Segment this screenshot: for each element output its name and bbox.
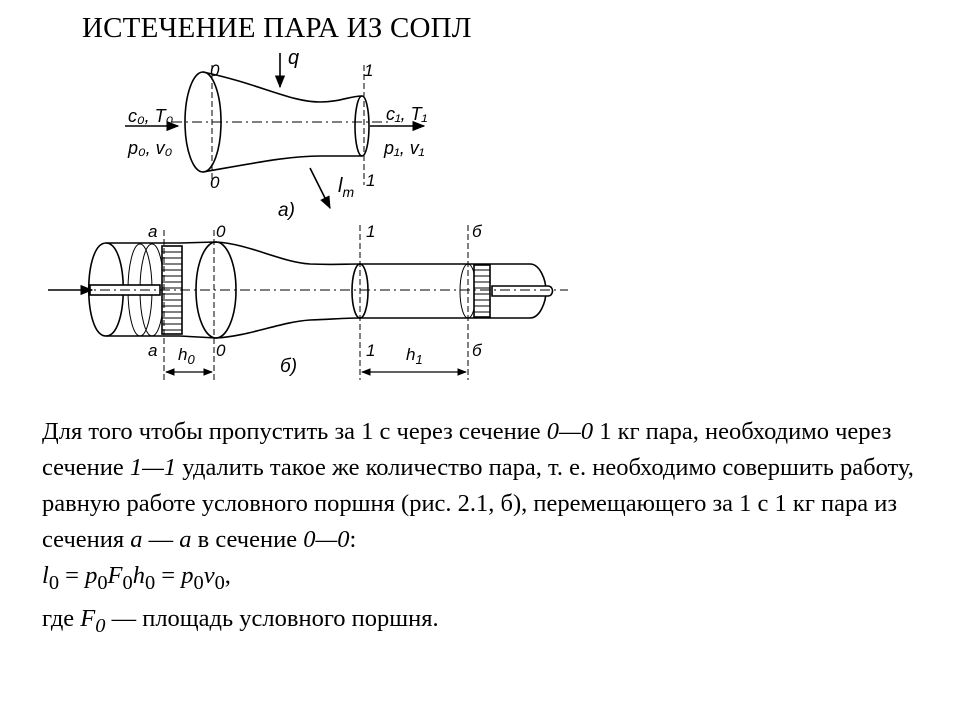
- nozzle-a-top-wall: [202, 71, 363, 103]
- nozzle-a-bottom-wall: [202, 155, 362, 173]
- label-heat: q: [288, 50, 299, 69]
- label-piston-a-top: а: [148, 222, 157, 241]
- left-cylinder-end: [87, 242, 125, 337]
- nozzle-figure: 0 0 1 1 q lт c₀, T₀ p₀, v₀ c₁, T₁ p₁, v₁…: [48, 50, 568, 380]
- label-bottom-section-right: 1: [366, 171, 375, 190]
- label-piston-a-bottom: а: [148, 341, 157, 360]
- paragraph-explanation: Для того чтобы пропустить за 1 с через с…: [42, 418, 914, 553]
- label-h1: h1: [406, 345, 423, 367]
- label-section-0-bottom: 0: [216, 341, 226, 360]
- label-work: lт: [338, 175, 354, 200]
- label-piston-b-bottom: б: [472, 341, 483, 360]
- work-arrow: [309, 167, 331, 210]
- label-inlet-velocity-temp: c₀, T₀: [128, 106, 174, 126]
- caption-b: б): [280, 356, 297, 377]
- label-top-section-left: 0: [210, 61, 220, 80]
- label-h0: h0: [178, 345, 195, 367]
- label-top-section-right: 1: [364, 61, 373, 80]
- paragraph-definition: где F0 — площадь условного поршня.: [42, 604, 439, 637]
- label-outlet-velocity-temp: c₁, T₁: [386, 104, 428, 124]
- label-section-1-bottom: 1: [366, 341, 375, 360]
- slide-title: ИСТЕЧЕНИЕ ПАРА ИЗ СОПЛ: [82, 12, 472, 44]
- label-section-1-top: 1: [366, 222, 375, 241]
- piston-b: [473, 264, 491, 318]
- label-outlet-pressure-volume: p₁, v₁: [383, 138, 425, 158]
- formula-piston-work: l0 = p0F0h0 = p0v0,: [42, 562, 231, 594]
- body-text: Для того чтобы пропустить за 1 с через с…: [42, 414, 954, 644]
- nozzle-a-outlet-section: [354, 95, 370, 157]
- label-bottom-section-left: 0: [210, 173, 220, 192]
- nozzle-a-drawing: [125, 53, 426, 210]
- caption-a: а): [278, 200, 295, 221]
- label-section-0-top: 0: [216, 222, 226, 241]
- nozzle-b-drawing: [48, 225, 568, 380]
- label-piston-b-top: б: [472, 222, 483, 241]
- label-inlet-pressure-volume: p₀, v₀: [127, 138, 173, 158]
